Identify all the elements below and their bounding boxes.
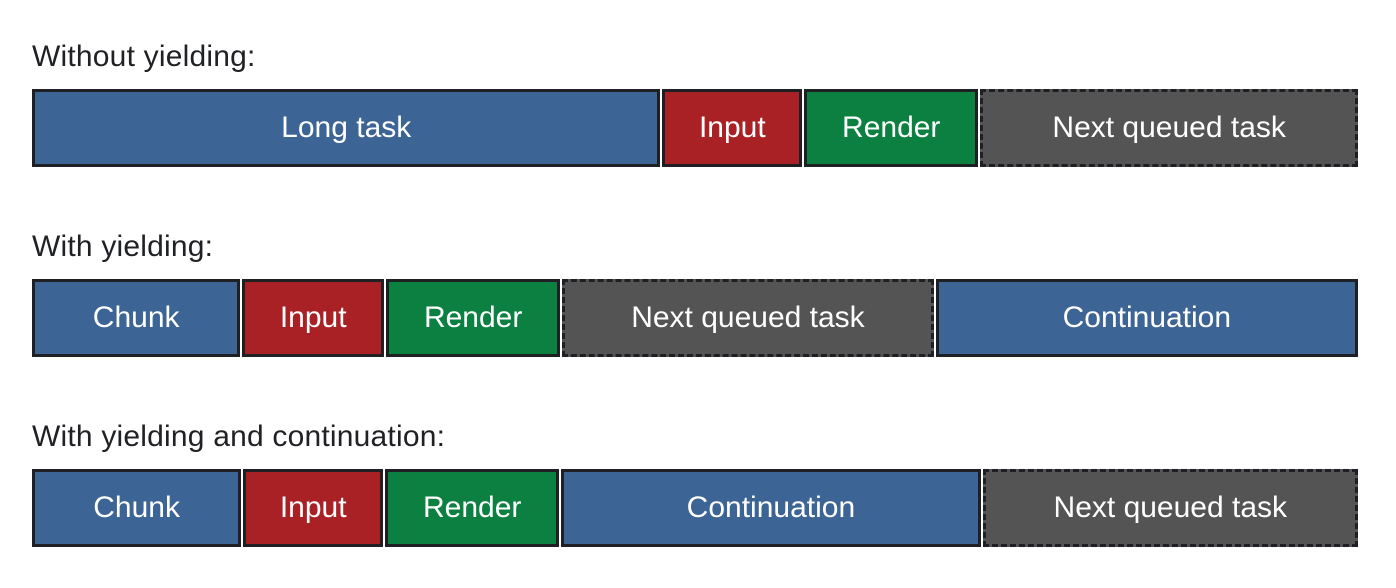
segment-continuation: Continuation: [935, 279, 1358, 357]
segment-chunk: Chunk: [32, 279, 241, 357]
segment-input: Input: [243, 469, 384, 547]
segment-label: Input: [279, 491, 347, 524]
segment-label: Input: [698, 111, 766, 144]
segment-input: Input: [242, 279, 385, 357]
segment-label: Input: [279, 301, 347, 334]
segment-render: Render: [804, 89, 979, 167]
segment-next-queued-task: Next queued task: [562, 279, 934, 357]
segment-label: Next queued task: [1053, 491, 1288, 524]
segment-label: Continuation: [1062, 301, 1232, 334]
segment-label: Chunk: [92, 301, 180, 334]
segment-label: Long task: [281, 111, 412, 144]
timeline-section: With yielding and continuation: Chunk Inpu…: [32, 418, 1396, 547]
segment-input: Input: [662, 89, 803, 167]
timeline-bar: Long task Input Render Next queued task: [32, 89, 1358, 167]
segment-label: Next queued task: [631, 301, 865, 334]
segment-label: Chunk: [93, 491, 180, 524]
timeline-bar: Chunk Input Render Continuation Next queued …: [32, 469, 1358, 547]
section-label: Without yielding:: [32, 40, 256, 73]
segment-label: Render: [422, 491, 522, 524]
segment-label: Render: [842, 111, 941, 144]
segment-render: Render: [385, 469, 560, 547]
segment-render: Render: [386, 279, 561, 357]
timeline-section: With yielding: Chunk Input Render Next queue…: [32, 228, 1396, 357]
segment-continuation: Continuation: [561, 469, 981, 547]
segment-label: Continuation: [686, 491, 856, 524]
section-label: With yielding and continuation:: [32, 420, 446, 453]
segment-label: Render: [423, 301, 523, 334]
section-label: With yielding:: [32, 230, 214, 263]
timeline-section: Without yielding: Long task Input Render Nex…: [32, 38, 1396, 167]
segment-chunk: Chunk: [32, 469, 242, 547]
segment-next-queued-task: Next queued task: [980, 89, 1358, 167]
timeline-bar: Chunk Input Render Next queued task Continua…: [32, 279, 1358, 357]
segment-long-task: Long task: [32, 89, 661, 167]
segment-label: Next queued task: [1052, 111, 1286, 144]
segment-next-queued-task: Next queued task: [982, 469, 1358, 547]
